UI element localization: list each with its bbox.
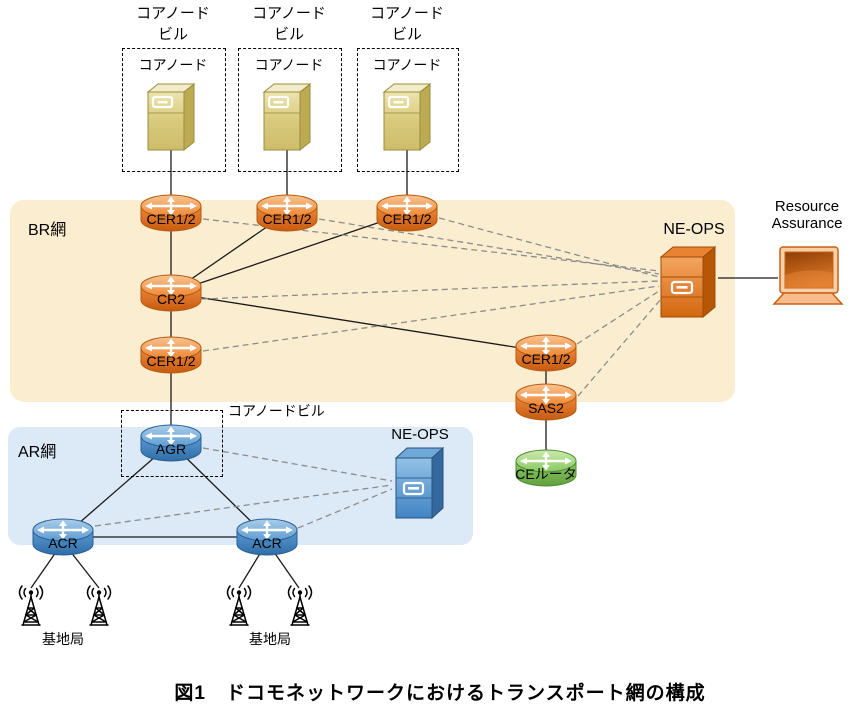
core-node-label-3: コアノード — [372, 57, 442, 73]
antenna-icon — [222, 583, 256, 627]
ar-network-label: AR網 — [18, 444, 57, 461]
router-cer-top-1: CER1/2 — [139, 192, 203, 236]
agr-building-label: コアノードビル — [228, 403, 325, 419]
router-label: CER1/2 — [382, 211, 432, 227]
resource-assurance-laptop-icon — [768, 245, 848, 309]
core-building-1-box — [122, 48, 226, 172]
ne-ops-ar-server-icon — [392, 446, 446, 520]
core-building-title-line1: コアノード — [370, 5, 444, 22]
resource-assurance-line2: Assurance — [771, 215, 843, 232]
router-label: ACR — [252, 535, 282, 551]
core-building-title-line2: ビル — [273, 26, 304, 43]
router-cer-top-3: CER1/2 — [375, 192, 439, 236]
core-node-server-icon — [380, 82, 434, 152]
router-label: CR2 — [156, 291, 186, 307]
core-node-server-icon — [260, 82, 314, 152]
base-station-right-label: 基地局 — [249, 631, 291, 647]
router-acr-right: ACR — [235, 516, 299, 560]
ne-ops-br-label: NE-OPS — [663, 221, 725, 238]
router-acr-left: ACR — [31, 516, 95, 560]
router-label: AGR — [155, 441, 187, 457]
router-label: CER1/2 — [146, 211, 196, 227]
router-cer-mid: CER1/2 — [139, 334, 203, 378]
core-building-title-line2: ビル — [157, 26, 188, 43]
core-building-title-line1: コアノード — [252, 5, 326, 22]
antenna-icon — [82, 583, 116, 627]
core-building-title-line2: ビル — [391, 26, 422, 43]
core-node-label-1: コアノード — [138, 57, 208, 73]
router-cr2: CR2 — [139, 272, 203, 316]
resource-assurance-line1: Resource — [774, 198, 840, 215]
br-network-label: BR網 — [28, 222, 67, 239]
antenna-icon — [14, 583, 48, 627]
core-building-2-box — [238, 48, 342, 172]
router-label: ACR — [48, 535, 78, 551]
ne-ops-br-server-icon — [657, 245, 719, 319]
resource-assurance-label: Resource Assurance — [772, 198, 843, 232]
router-label: CER1/2 — [262, 211, 312, 227]
router-sas2: SAS2 — [514, 381, 578, 425]
figure-caption: 図1 ドコモネットワークにおけるトランスポート網の構成 — [174, 683, 706, 704]
antenna-icon — [283, 583, 317, 627]
base-station-left-label: 基地局 — [42, 631, 84, 647]
core-building-1-title: コアノード ビル — [136, 3, 210, 45]
core-building-3-box — [357, 48, 459, 172]
agr-building-box — [121, 410, 223, 477]
ne-ops-ar-label: NE-OPS — [391, 426, 449, 443]
router-cer-top-2: CER1/2 — [255, 192, 319, 236]
router-agr: AGR — [139, 422, 203, 466]
core-building-title-line1: コアノード — [136, 5, 210, 22]
core-building-2-title: コアノード ビル — [252, 3, 326, 45]
core-node-label-2: コアノード — [254, 57, 324, 73]
router-label: SAS2 — [528, 400, 564, 416]
br-network-region — [10, 200, 735, 402]
core-node-server-icon — [144, 82, 198, 152]
core-building-3-title: コアノード ビル — [370, 3, 444, 45]
router-label: CER1/2 — [521, 351, 571, 367]
router-label: CER1/2 — [146, 353, 196, 369]
router-cer-right: CER1/2 — [514, 332, 578, 376]
router-ce: CEルータ — [514, 447, 578, 491]
router-label: CEルータ — [515, 466, 577, 482]
